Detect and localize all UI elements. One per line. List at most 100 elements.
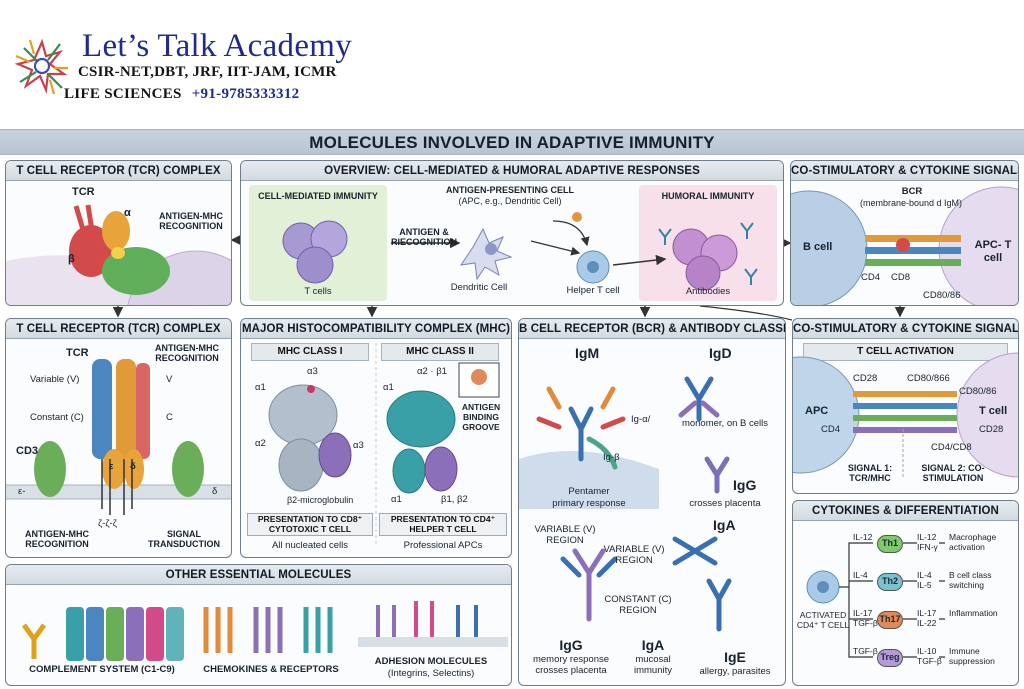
igg-label: IgG	[559, 637, 583, 653]
complement-label: COMPLEMENT SYSTEM (C1-C9)	[29, 664, 175, 675]
zeta-chain-label: ζ-ζ-ζ	[98, 518, 117, 529]
igd-label: IgD	[709, 345, 732, 361]
apc-tcell-illustration	[793, 352, 1018, 479]
subject-label: LIFE SCIENCES	[64, 86, 182, 102]
subject-tagline: LIFE SCIENCES +91-9785333312	[64, 86, 299, 103]
tcr-panel-header: T CELL RECEPTOR (TCR) COMPLEX	[6, 161, 231, 181]
tact-cd80b-label: CD80/86	[959, 386, 997, 397]
overview-illustration	[282, 212, 758, 291]
costim-top-panel: CO-STIMULATORY & CYTOKINE SIGNALS BCR (m…	[790, 160, 1019, 306]
cytokine-output: IL-4 IL-5	[917, 570, 932, 590]
bcell-apc-illustration	[791, 186, 1018, 305]
tcr-illustration	[6, 204, 231, 305]
cd8-label: CD8	[891, 272, 911, 283]
alpha-label: α	[124, 207, 131, 219]
tcr-detail-panel: T CELL RECEPTOR (TCR) COMPLEX TCR ANTIGE…	[5, 318, 232, 558]
brand-name: Let’s Talk Academy	[82, 28, 353, 64]
antibody-illustration	[519, 376, 732, 632]
tact-cd28b-label: CD28	[979, 424, 1004, 435]
variable-left-label: VARIABLE (V) REGION	[534, 524, 596, 546]
cytokines-panel: CYTOKINES & DIFFERENTIATION ACTIVATED CD…	[792, 500, 1019, 686]
cell-subset-pill: Th17	[877, 611, 903, 629]
class2-presentation: PRESENTATION TO CD4⁺ HELPER T CELL	[379, 513, 507, 536]
helper-t-cell-label: Helper T cell	[566, 285, 620, 296]
mhc-class1-title: MHC CLASS I	[251, 343, 369, 361]
epsilon-left-label: ε-	[18, 486, 26, 497]
c2-beta-label: β1, β2	[441, 494, 468, 505]
beta-label: β	[68, 253, 75, 265]
cytokine-output: IL-17 IL-22	[917, 608, 937, 628]
cytokines-header: CYTOKINES & DIFFERENTIATION	[793, 501, 1018, 521]
binding-groove-label: ANTIGEN BINDING GROOVE	[461, 402, 501, 432]
delta-right-label: δ	[212, 486, 218, 497]
signal1-label: SIGNAL 1: TCR/MHC	[847, 463, 893, 484]
ige-sub-label: allergy, parasites	[699, 666, 771, 677]
class1-presentation: PRESENTATION TO CD8⁺ CYTOTOXIC T CELL	[247, 513, 373, 536]
effector-function: Immune suppression	[949, 646, 995, 666]
cd3-label: CD3	[16, 445, 39, 457]
dendritic-cell-label: Dendritic Cell	[450, 282, 508, 293]
cd80-label: CD80/86	[923, 290, 961, 301]
c2-alpha1b-label: α1	[391, 494, 402, 505]
overview-header: OVERVIEW: CELL-MEDIATED & HUMORAL ADAPTI…	[241, 161, 783, 181]
mhc-class2-title: MHC CLASS II	[381, 343, 499, 361]
antigen-mhc-label: ANTIGEN-MHC RECOGNITION	[159, 211, 223, 232]
costim-top-header: CO-STIMULATORY & CYTOKINE SIGNALS	[791, 161, 1018, 181]
exam-tagline: CSIR-NET,DBT, JRF, IIT-JAM, ICMR	[78, 64, 337, 80]
cell-subset-pill: Th2	[877, 573, 903, 591]
tcr-cd3-illustration	[6, 359, 231, 515]
iga-sub-label: mucosal immunity	[633, 654, 672, 676]
c2-alpha2-beta1-label: α2 · β1	[417, 366, 447, 377]
alpha3-top-label: α3	[307, 366, 318, 377]
ig-alpha-label: Ig-α/	[631, 414, 651, 425]
cell-subset-pill: Treg	[877, 649, 903, 667]
apc-t-cell-label: APC- T cell	[974, 239, 1012, 264]
primary-response-label: primary response	[552, 498, 626, 509]
bcr-antibody-panel: B CELL RECEPTOR (BCR) & ANTIBODY CLASSES…	[518, 318, 786, 686]
effector-function: Macrophage activation	[949, 532, 997, 552]
c-label: C	[166, 412, 173, 423]
constant-label: Constant (C)	[30, 412, 84, 423]
chemokines-label: CHEMOKINES & RECEPTORS	[203, 664, 339, 675]
igg-top-label: IgG	[733, 477, 757, 493]
signal2-label: SIGNAL 2: CO-STIMULATION	[921, 463, 985, 484]
cytokine-input: TGF-β	[853, 646, 878, 656]
class1-presentation-sub: All nucleated cells	[271, 540, 349, 551]
ig-beta-label: Ig-β	[603, 452, 620, 463]
phone-number: +91-9785333312	[191, 86, 300, 102]
variable-right-label: VARIABLE (V) REGION	[603, 544, 665, 566]
signal-transduction-label: SIGNAL TRANSDUCTION	[148, 529, 220, 550]
adhesion-label: ADHESION MOLECULES	[374, 656, 488, 667]
cell-mediated-label: CELL-MEDIATED IMMUNITY	[258, 191, 378, 201]
effector-function: Inflammation	[949, 608, 998, 618]
antigen-recognition-label: ANTIGEN & RIECOGNITION	[390, 227, 457, 248]
t-cell-activation-panel: CO-STIMULATORY & CYTOKINE SIGNALS T CELL…	[792, 318, 1019, 494]
antibodies-label: Antibodies	[685, 286, 731, 297]
tact-cd4-label: CD4	[821, 424, 841, 435]
iga-label: IgA	[641, 637, 665, 653]
epsilon-label: ε	[109, 461, 114, 472]
class2-presentation-sub: Professional APCs	[403, 540, 483, 551]
cell-subset-pill: Th1	[877, 535, 903, 553]
adhesion-icon	[376, 601, 478, 637]
monomer-label: monomer, on B cells	[681, 418, 769, 429]
tcr-label: TCR	[72, 186, 95, 198]
other-illustration	[21, 601, 508, 661]
bcr-sub-label: (membrane-bound d IgM)	[859, 198, 963, 208]
tact-subtitle: T CELL ACTIVATION	[803, 343, 1008, 361]
effector-function: B cell class switching	[949, 570, 992, 590]
cytokine-output: IL-10 TGF-β	[917, 646, 942, 666]
tact-header: CO-STIMULATORY & CYTOKINE SIGNALS	[793, 319, 1018, 339]
apc-sub-label: (APC, e.g., Dendritic Cell)	[458, 196, 562, 206]
other-header: OTHER ESSENTIAL MOLECULES	[6, 565, 511, 585]
tcr-complex-panel: T CELL RECEPTOR (TCR) COMPLEX TCR α β AN…	[5, 160, 232, 306]
c2-alpha1-label: α1	[383, 382, 394, 393]
b2m-label: β2-microglobulin	[287, 495, 354, 505]
mhc-panel: MAJOR HISTOCOMPATIBILITY COMPLEX (MHC) M…	[240, 318, 512, 558]
activated-cd4-label: ACTIVATED CD4⁺ T CELL	[796, 610, 850, 630]
alpha3-label: α3	[353, 440, 364, 451]
humoral-label: HUMORAL IMMUNITY	[661, 191, 755, 201]
alpha1-label: α1	[255, 382, 266, 393]
iga-top-label: IgA	[713, 517, 736, 533]
apc-label: ANTIGEN-PRESENTING CELL	[445, 185, 574, 195]
